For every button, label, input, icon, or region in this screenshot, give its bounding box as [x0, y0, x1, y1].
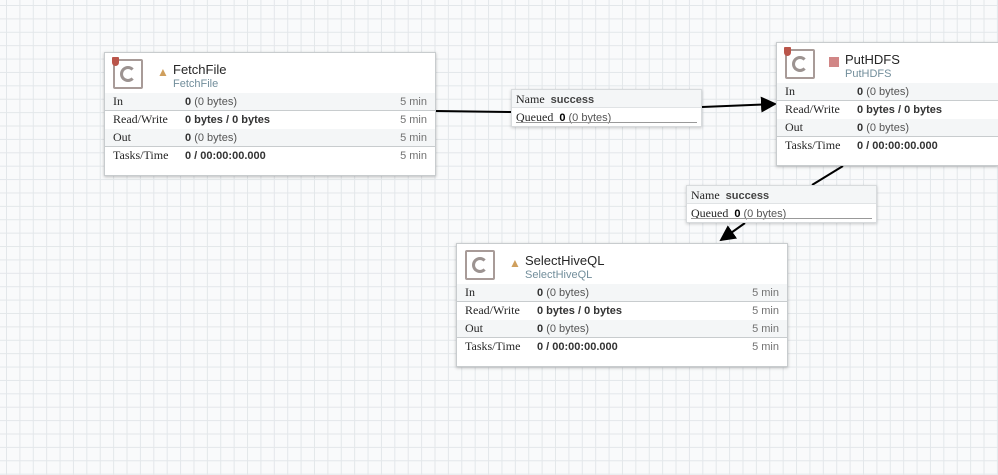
connection-line[interactable]: [701, 96, 777, 113]
shield-icon: [112, 57, 119, 66]
connection-line[interactable]: [435, 110, 512, 113]
processor-name: PutHDFS: [845, 52, 900, 67]
processor-name: SelectHiveQL: [525, 253, 605, 268]
connection-line[interactable]: [811, 165, 844, 186]
processor-type: PutHDFS: [845, 68, 892, 80]
stopped-icon[interactable]: [829, 57, 839, 67]
warning-icon[interactable]: ▲: [509, 256, 521, 270]
processor-type: SelectHiveQL: [525, 269, 593, 281]
processor-type: FetchFile: [173, 78, 219, 90]
shield-icon: [784, 47, 791, 56]
processor-name: FetchFile: [173, 62, 227, 77]
connection-name: success: [550, 94, 595, 106]
processor-icon: [465, 250, 495, 280]
queue-bar: [516, 120, 697, 123]
warning-icon[interactable]: ▲: [157, 65, 169, 79]
processor-icon: [785, 49, 815, 79]
queue-bar: [691, 216, 872, 219]
connection-name: success: [725, 190, 770, 202]
connection-line[interactable]: [719, 222, 746, 242]
